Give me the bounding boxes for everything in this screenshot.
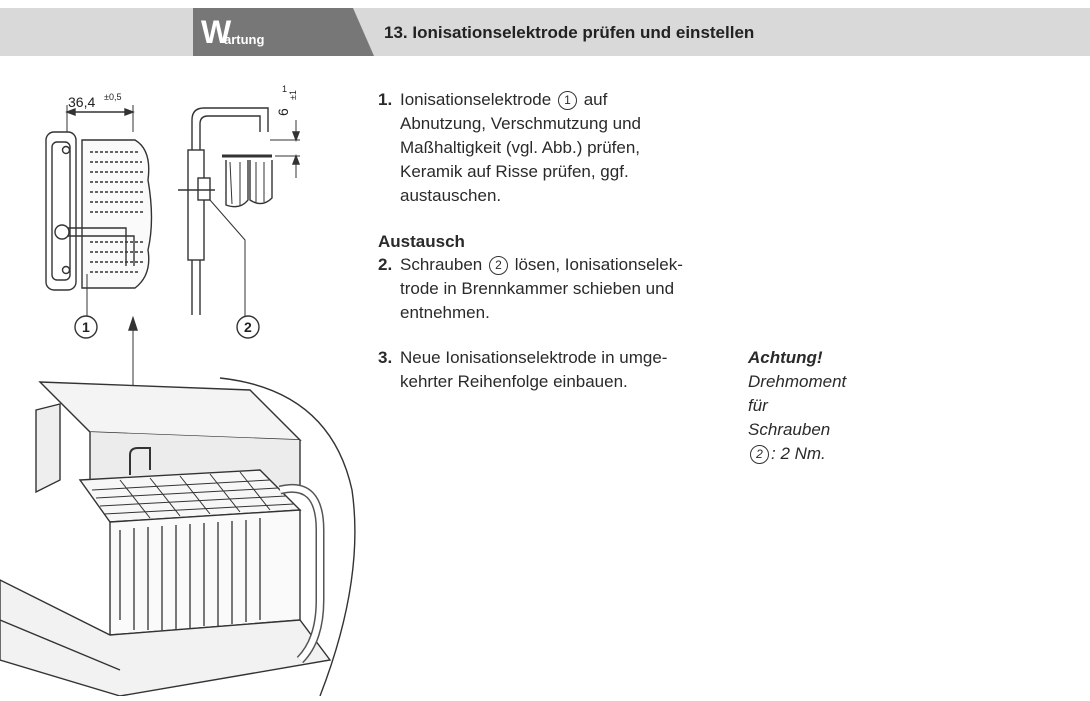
page-title: 13. Ionisationselektrode prüfen und eins… <box>384 23 755 42</box>
step-1: 1. Ionisationselektrode 1 auf Abnutzung,… <box>378 88 723 208</box>
step-2-text-d: entnehmen. <box>400 303 490 322</box>
step-1-text-c: Abnutzung, Verschmutzung und <box>400 114 641 133</box>
warning-note: Achtung! Drehmoment für Schrauben 2: 2 Nm… <box>748 346 846 466</box>
callout-2: 2 <box>244 319 252 335</box>
step-1-text-a: Ionisationselektrode <box>400 90 552 109</box>
electrode-illustration: 36,4 ±0,5 1 <box>0 84 356 696</box>
step-2: 2. Schrauben 2 lösen, Ionisationselek- t… <box>378 253 723 325</box>
step-3-text-b: kehrter Reihenfolge einbauen. <box>400 372 628 391</box>
step-1-ref: 1 <box>557 91 577 110</box>
warning-ref: 2 <box>750 445 769 464</box>
warning-title: Achtung! <box>748 348 823 367</box>
dim-gap-tolerance-2: 1 <box>282 84 287 94</box>
burner-assembly <box>0 381 332 696</box>
step-1-text-b: auf <box>583 90 608 109</box>
section-tab: W artung <box>193 8 374 56</box>
step-3-number: 3. <box>378 348 393 367</box>
dim-width-tolerance: ±0,5 <box>104 92 121 102</box>
section-initial: W <box>201 14 232 50</box>
step-2-ref: 2 <box>488 256 508 275</box>
step-2-text-b: lösen, Ionisationselek- <box>514 255 683 274</box>
step-3-text-a: Neue Ionisationselektrode in umge- <box>400 348 668 367</box>
dim-width-label: 36,4 <box>68 94 95 110</box>
warning-text-a: Drehmoment für Schrauben <box>748 372 847 439</box>
header-bar <box>0 8 1090 56</box>
step-2-text-c: trode in Brennkammer schieben und <box>400 279 675 298</box>
step-1-number: 1. <box>378 90 393 109</box>
dim-gap-tolerance: ±1 <box>288 90 298 100</box>
step-3: 3. Neue Ionisationselektrode in umge- ke… <box>378 346 723 394</box>
dim-gap-label: 6 <box>275 108 291 116</box>
step-2-number: 2. <box>378 255 393 274</box>
detail-side-view: 6 ±1 1 2 <box>178 84 301 339</box>
step-1-text-e: Keramik auf Risse prüfen, ggf. <box>400 162 629 181</box>
step-1-text-f: austauschen. <box>400 186 502 205</box>
callout-1: 1 <box>82 319 90 335</box>
subheading-austausch: Austausch <box>378 232 465 251</box>
section-label: artung <box>224 32 265 47</box>
step-1-text-d: Maßhaltigkeit (vgl. Abb.) prüfen, <box>400 138 641 157</box>
warning-text-b: : 2 Nm. <box>771 444 826 463</box>
step-2-text-a: Schrauben <box>400 255 483 274</box>
